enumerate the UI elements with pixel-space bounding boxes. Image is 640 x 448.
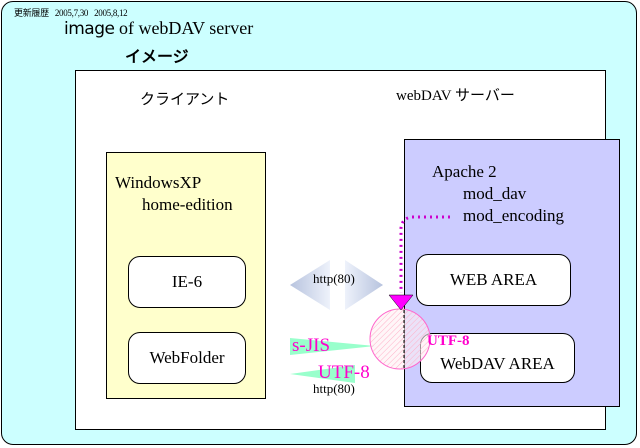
down-arrowhead <box>388 294 414 311</box>
server-software: Apache 2 <box>432 162 497 181</box>
server-encoding-label: UTF-8 <box>427 333 470 349</box>
title-word: image <box>64 19 115 39</box>
server-module-encoding: mod_encoding <box>463 206 565 225</box>
client-os-line1: WindowsXP <box>115 173 202 192</box>
page-title: image of webDAV server <box>64 18 253 39</box>
title-rest: of webDAV server <box>118 18 254 38</box>
client-os-line2: home-edition <box>142 195 233 214</box>
http-label-bottom: http(80) <box>313 381 355 396</box>
server-module-dav: mod_dav <box>463 184 527 203</box>
request-encoding-label: s-JIS <box>292 335 331 356</box>
http-arrow-left <box>290 260 330 310</box>
encoding-conversion-circle <box>369 308 431 370</box>
response-encoding-label: UTF-8 <box>318 362 370 383</box>
app-ie6: IE-6 <box>128 256 246 308</box>
history-label: 更新履歴 <box>14 9 49 19</box>
page-subtitle: イメージ <box>125 47 189 66</box>
response-arrow <box>290 365 355 383</box>
mod-encoding-dotted-connector <box>399 215 450 293</box>
history-dates: 2005,7,30 2005,8,12 <box>54 8 128 18</box>
server-label: webDAV サーバー <box>396 88 515 104</box>
webdav-area: WebDAV AREA <box>420 333 575 383</box>
http-arrow-right <box>345 260 383 310</box>
client-label: クライアント <box>140 90 230 108</box>
request-arrow <box>290 338 375 355</box>
app-webfolder: WebFolder <box>128 332 246 384</box>
update-history: 更新履歴 2005,7,30 2005,8,12 <box>14 6 128 19</box>
web-area: WEB AREA <box>416 254 571 306</box>
http-label-top: http(80) <box>313 271 355 286</box>
